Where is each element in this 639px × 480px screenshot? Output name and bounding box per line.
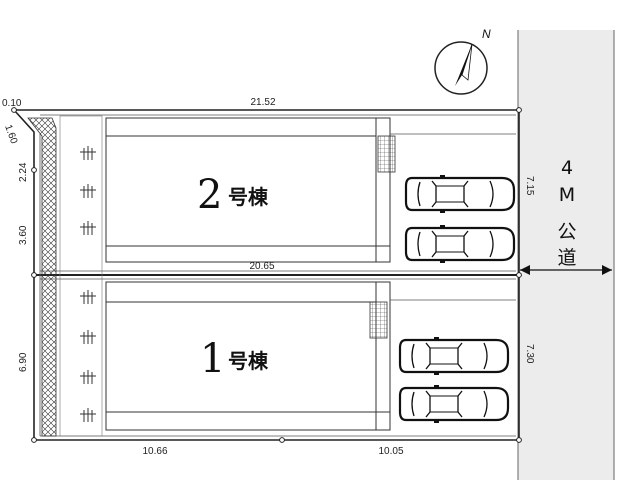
building-unit-1-label: 1 号棟 xyxy=(200,336,269,382)
boundary-inner-lines xyxy=(39,114,516,437)
planting-strip xyxy=(59,115,103,437)
unit-2-meter-box xyxy=(377,135,396,173)
north-compass-icon: N xyxy=(434,27,491,95)
building-unit-2-label: 2 号棟 xyxy=(197,172,269,218)
north-label: N xyxy=(482,27,491,41)
car-icon xyxy=(398,337,510,375)
parking-area xyxy=(390,133,516,301)
plant-marker-5 xyxy=(80,330,96,344)
dim-left-c: 6.90 xyxy=(18,352,29,372)
dim-left-b: 3.60 xyxy=(18,225,29,245)
road-width-unit: M xyxy=(559,184,575,206)
dim-corner-cut: 1.60 xyxy=(2,123,19,145)
dim-top-width: 21.52 xyxy=(250,97,275,108)
dim-right-lower: 7.30 xyxy=(524,344,535,364)
plant-marker-6 xyxy=(80,370,96,384)
road-width-arrow xyxy=(520,265,612,275)
unit-1-meter-box xyxy=(369,301,388,339)
unit-2-number: 2 xyxy=(197,172,222,218)
dim-left-a: 2.24 xyxy=(18,162,29,182)
road-label: 4 M 公 道 xyxy=(557,157,576,269)
car-icon xyxy=(404,175,516,213)
dim-bottom-left: 10.66 xyxy=(142,446,167,457)
dim-mid-width: 20.65 xyxy=(249,261,274,272)
dim-bottom-right: 10.05 xyxy=(378,446,403,457)
road-char-2: 道 xyxy=(557,247,576,269)
plant-marker-7 xyxy=(80,408,96,422)
plant-marker-3 xyxy=(80,221,96,235)
parked-cars xyxy=(398,175,516,423)
survey-points xyxy=(11,107,522,443)
public-road xyxy=(517,30,615,480)
road-width-number: 4 xyxy=(561,157,573,179)
plant-marker-1 xyxy=(80,146,96,160)
road-char-1: 公 xyxy=(557,221,576,243)
unit-1-suffix: 号棟 xyxy=(228,349,269,373)
lot-boundary xyxy=(13,109,520,441)
plant-marker-2 xyxy=(80,184,96,198)
building-unit-2 xyxy=(105,117,391,263)
dim-right-upper: 7.15 xyxy=(524,176,535,196)
unit-2-suffix: 号棟 xyxy=(228,185,269,209)
plant-marker-4 xyxy=(80,290,96,304)
dim-corner-small: 0.10 xyxy=(2,98,22,109)
retaining-wall-hatch xyxy=(27,117,57,437)
car-icon xyxy=(398,385,510,423)
unit-1-number: 1 xyxy=(200,336,225,382)
car-icon xyxy=(404,225,516,263)
